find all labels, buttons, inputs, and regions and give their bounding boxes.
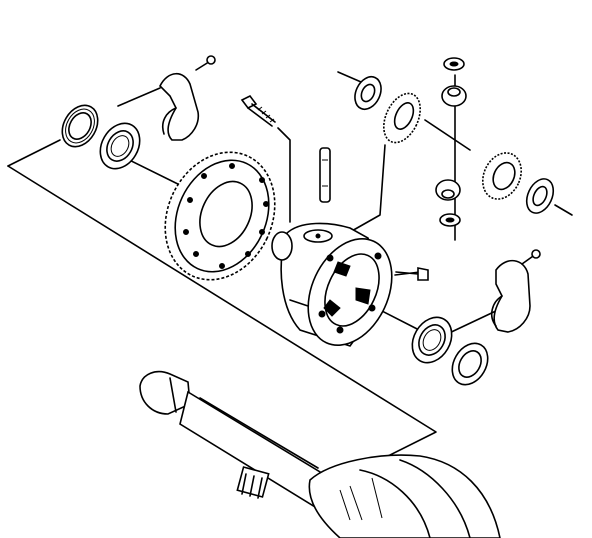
thrust-washer-left	[354, 75, 382, 111]
side-gear-right	[481, 152, 523, 200]
thrust-washer-right	[525, 178, 555, 214]
axle-housing	[139, 370, 501, 538]
left-bearing	[99, 122, 141, 170]
pinion-gear-top	[441, 85, 467, 107]
pinion-washer-bottom	[439, 213, 461, 227]
pinion-gear-bottom	[435, 179, 461, 201]
case-bolt	[395, 267, 429, 281]
right-adjuster-nut	[451, 342, 489, 386]
left-bearing-cap	[159, 55, 216, 141]
ring-gear	[164, 151, 276, 281]
right-bearing-cap	[490, 249, 541, 333]
right-bearing	[411, 316, 453, 364]
differential-case	[271, 222, 393, 347]
pinion-shaft	[319, 147, 331, 203]
ring-gear-bolt	[240, 94, 276, 127]
left-adjuster-nut	[61, 104, 99, 148]
pinion-washer-top	[443, 57, 465, 71]
ring-gear-bolt-holes	[183, 163, 269, 269]
side-gear-left	[383, 92, 421, 144]
